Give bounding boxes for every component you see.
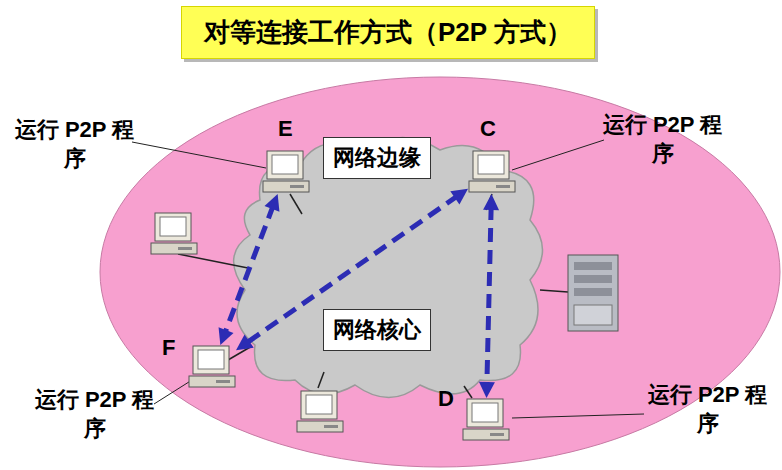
dashed-line	[487, 206, 491, 386]
leader-line	[512, 414, 644, 418]
drive-slot	[178, 247, 192, 250]
network-edge-region	[100, 77, 780, 467]
dashed-p2p-arrow	[479, 194, 499, 398]
computer-graphic	[262, 150, 310, 194]
access-links	[178, 194, 568, 398]
computer-icon	[189, 346, 235, 387]
link-line	[290, 194, 302, 214]
monitor	[267, 151, 303, 179]
leader-line	[154, 380, 192, 404]
monitor	[473, 151, 509, 179]
peer-letter: D	[438, 386, 454, 412]
peer-letter: F	[162, 335, 175, 361]
arrow-head	[483, 194, 499, 210]
peer-letter: C	[480, 116, 496, 142]
title-banner: 对等连接工作方式（P2P 方式）	[181, 6, 595, 59]
link-line	[540, 290, 568, 292]
leader-line	[512, 140, 604, 170]
base-unit	[463, 429, 509, 440]
peer-computer: D	[462, 398, 510, 442]
leader-lines	[132, 140, 644, 418]
computer-icon	[297, 391, 343, 432]
base-unit	[151, 243, 197, 254]
screen	[272, 155, 298, 174]
dashed-line	[225, 205, 274, 334]
screen	[306, 395, 332, 414]
box-text: 网络边缘	[333, 143, 421, 173]
server-panel	[574, 305, 612, 325]
arrow-head	[479, 382, 495, 398]
computer-icon	[151, 213, 197, 254]
screen	[160, 217, 186, 236]
server-bay	[574, 262, 612, 270]
screen	[472, 403, 498, 422]
screen	[198, 350, 224, 369]
screen	[478, 155, 504, 174]
base-unit	[263, 181, 309, 192]
drive-slot	[490, 433, 504, 436]
computer-icon	[463, 399, 509, 440]
link-line	[318, 372, 324, 388]
callout-label: 运行 P2P 程序	[12, 116, 137, 173]
box-text: 网络核心	[333, 315, 421, 345]
server-body	[568, 255, 618, 331]
peer-computer: C	[468, 150, 516, 194]
drive-slot	[290, 185, 304, 188]
computer-graphic	[468, 150, 516, 194]
monitor	[467, 399, 503, 427]
region-label-box: 网络边缘	[323, 137, 431, 179]
arrow-head	[236, 335, 254, 351]
computer-graphic	[462, 398, 510, 442]
dashed-p2p-arrow	[236, 189, 468, 351]
link-line	[464, 386, 472, 398]
network-core-cloud	[234, 138, 543, 398]
peer-computer: E	[262, 150, 310, 194]
drive-slot	[496, 185, 510, 188]
drive-slot	[216, 380, 230, 383]
base-unit	[469, 181, 515, 192]
monitor	[301, 391, 337, 419]
arrow-head	[450, 189, 468, 205]
dashed-p2p-arrow	[219, 194, 280, 345]
server-bay	[574, 288, 612, 296]
callout-label: 运行 P2P 程序	[32, 386, 157, 443]
base-unit	[297, 421, 343, 432]
drive-slot	[324, 425, 338, 428]
callout-label: 运行 P2P 程序	[645, 381, 770, 438]
peer-letter: E	[278, 116, 293, 142]
peer-computer: F	[188, 345, 236, 389]
computer-graphic	[188, 345, 236, 389]
server-bay	[574, 275, 612, 283]
arrow-head	[219, 327, 234, 345]
arrow-head	[264, 194, 279, 212]
plain-computers	[151, 213, 343, 432]
callout-label: 运行 P2P 程序	[600, 111, 725, 168]
monitor	[193, 346, 229, 374]
computer-icon	[469, 151, 515, 192]
region-label-box: 网络核心	[323, 309, 431, 351]
server-symbol	[568, 255, 618, 331]
link-line	[178, 254, 248, 268]
leader-line	[132, 142, 266, 168]
monitor	[155, 213, 191, 241]
base-unit	[189, 376, 235, 387]
computer-icon	[263, 151, 309, 192]
